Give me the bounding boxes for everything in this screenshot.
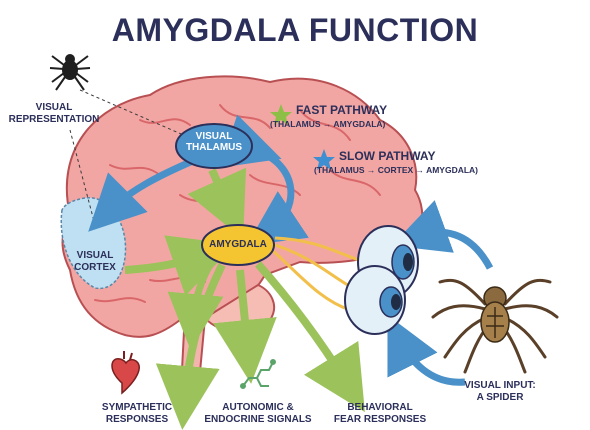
amygdala-label: AMYGDALA xyxy=(209,239,267,250)
fast-pathway-star-icon xyxy=(270,104,292,125)
slow-pathway-subtitle: (THALAMUS → CORTEX → AMYGDALA) xyxy=(314,165,479,175)
fast-pathway-title: FAST PATHWAY xyxy=(296,103,388,117)
amygdala-to-autonomic-arrow xyxy=(213,269,277,384)
slow-pathway-title: SLOW PATHWAY xyxy=(339,149,436,163)
sympathetic-responses-label: SYMPATHETIC RESPONSES xyxy=(101,402,173,425)
spider-icon xyxy=(431,278,559,374)
behavioral-fear-label: BEHAVIORAL FEAR RESPONSES xyxy=(333,402,427,425)
thalamus-to-cortex-arrow xyxy=(88,156,197,232)
amygdala-down-short-arrow xyxy=(167,260,224,350)
spider-to-eye-arrow-top xyxy=(391,200,494,270)
amygdala-to-behavioral-arrow xyxy=(255,261,365,413)
spider-icon xyxy=(49,54,91,91)
slow-pathway-star-icon xyxy=(313,149,335,170)
spider-to-eye-arrow-bottom xyxy=(387,314,466,386)
fast-pathway-subtitle: (THALAMUS → AMYGDALA) xyxy=(270,119,386,129)
representation-line-2 xyxy=(79,89,196,141)
visual-representation-label: VISUAL REPRESENTATION xyxy=(8,102,100,125)
heart-icon xyxy=(111,351,140,395)
amygdala-node xyxy=(201,224,275,266)
page-title: AMYGDALA FUNCTION xyxy=(111,12,479,48)
autonomic-endocrine-label: AUTONOMIC & ENDOCRINE SIGNALS xyxy=(204,402,312,425)
molecule-icon xyxy=(240,359,276,389)
eye-icon xyxy=(344,225,419,335)
thalamus-amygdala-blue-arrow xyxy=(219,114,309,246)
visual-input-label: VISUAL INPUT: A SPIDER xyxy=(464,380,536,403)
visual-thalamus-label: VISUAL THALAMUS xyxy=(185,131,243,153)
representation-line-1 xyxy=(69,129,96,226)
visual-cortex-label: VISUAL CORTEX xyxy=(74,250,116,273)
cortex-to-amygdala-arrow xyxy=(124,235,236,296)
thalamus-to-amygdala-fast-arrow xyxy=(187,167,247,240)
visual-thalamus-node xyxy=(175,123,253,169)
